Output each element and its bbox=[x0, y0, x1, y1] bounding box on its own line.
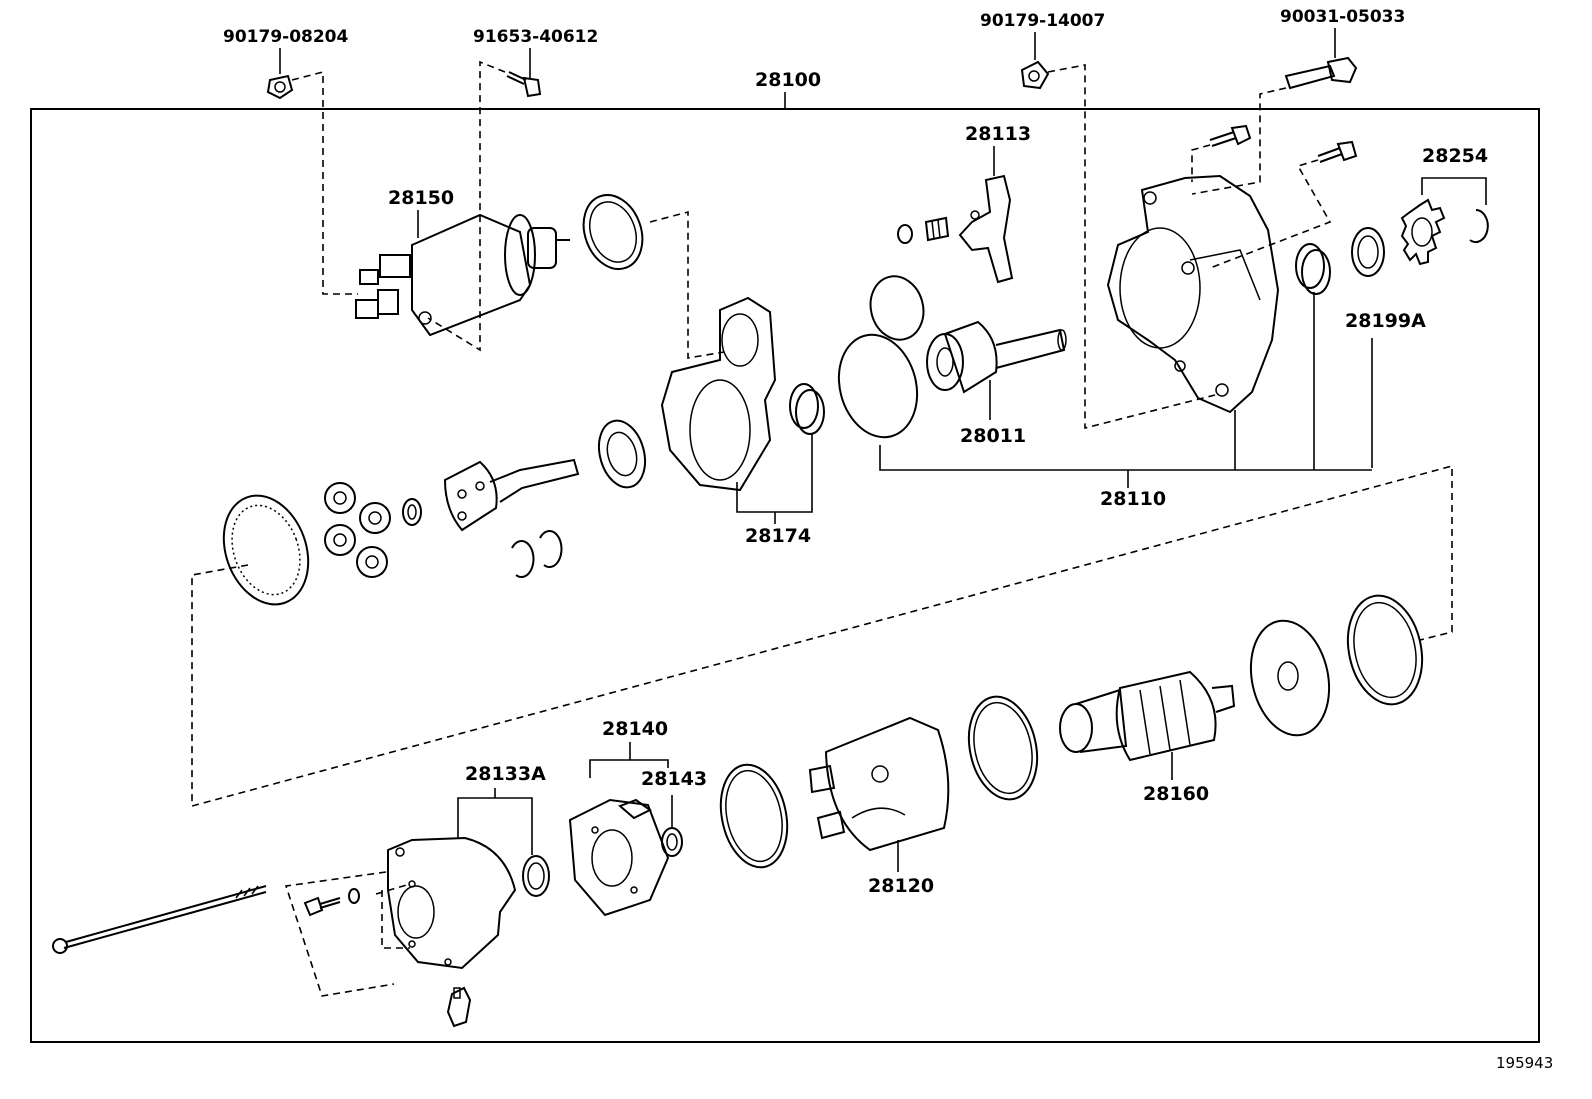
part-label-28113[interactable]: 28113 bbox=[965, 123, 1031, 145]
spring-shape bbox=[661, 827, 683, 857]
washer-shape bbox=[1351, 227, 1385, 277]
solenoid-shape bbox=[355, 213, 570, 337]
assembly-frame bbox=[30, 108, 1540, 1043]
nut-icon bbox=[266, 74, 294, 100]
dashed-leader bbox=[1047, 64, 1216, 430]
washer-shape bbox=[522, 855, 550, 897]
dashed-leader bbox=[649, 210, 725, 359]
dashed-leader bbox=[284, 871, 395, 997]
part-label-28160[interactable]: 28160 bbox=[1143, 783, 1209, 805]
dashed-leader bbox=[1191, 87, 1287, 195]
ring-gear-shape bbox=[222, 494, 310, 606]
end-frame-shape bbox=[387, 836, 517, 970]
part-label-28100[interactable]: 28100 bbox=[755, 69, 821, 91]
connector-shape bbox=[446, 986, 472, 1028]
bushing-shape bbox=[789, 383, 825, 435]
screw-icon bbox=[506, 71, 542, 98]
yoke-shape bbox=[808, 716, 950, 852]
o-ring-shape bbox=[719, 763, 789, 869]
dashed-leader bbox=[191, 464, 1453, 808]
part-label-28150[interactable]: 28150 bbox=[388, 187, 454, 209]
bolt-icon bbox=[303, 896, 341, 917]
leader-28133A bbox=[457, 797, 533, 855]
through-bolt-shape bbox=[52, 885, 267, 954]
dashed-leader bbox=[427, 60, 506, 352]
part-label-90179-14007[interactable]: 90179-14007 bbox=[980, 11, 1105, 31]
dashed-leader bbox=[375, 883, 411, 895]
part-label-90179-08204[interactable]: 90179-08204 bbox=[223, 27, 349, 47]
pinion-gear-shape bbox=[1400, 198, 1446, 266]
dashed-leader bbox=[1191, 144, 1211, 182]
bushing-shape bbox=[1295, 243, 1331, 295]
armature-shape bbox=[1059, 670, 1236, 762]
part-label-90031-05033[interactable]: 90031-05033 bbox=[1280, 7, 1405, 27]
leader-28254 bbox=[1421, 177, 1487, 205]
bolt-icon bbox=[1209, 124, 1252, 147]
part-label-28120[interactable]: 28120 bbox=[868, 875, 934, 897]
brush-holder-shape bbox=[568, 798, 670, 917]
part-label-91653-40612[interactable]: 91653-40612 bbox=[473, 27, 598, 47]
part-label-28140[interactable]: 28140 bbox=[602, 718, 668, 740]
output-shaft-shape bbox=[443, 458, 580, 532]
leader-28110 bbox=[879, 445, 1372, 471]
o-ring-shape bbox=[582, 194, 644, 270]
planet-gear-shape bbox=[324, 482, 391, 578]
part-label-28174[interactable]: 28174 bbox=[745, 525, 811, 547]
dashed-leader bbox=[291, 70, 358, 295]
nut-icon bbox=[1020, 60, 1050, 90]
clutch-shape bbox=[926, 320, 1067, 394]
gasket-shape bbox=[837, 275, 925, 439]
bolt-icon bbox=[1284, 56, 1358, 90]
housing-shape bbox=[1106, 174, 1280, 414]
dashed-leader bbox=[381, 890, 410, 949]
snap-ring-shape bbox=[511, 530, 563, 578]
washer-shape bbox=[402, 498, 422, 526]
part-label-28133A[interactable]: 28133A bbox=[465, 763, 546, 785]
lever-shape bbox=[897, 174, 1014, 284]
gear-housing-shape bbox=[660, 296, 777, 492]
part-label-28110[interactable]: 28110 bbox=[1100, 488, 1166, 510]
o-ring-shape bbox=[1346, 594, 1424, 706]
o-ring-shape bbox=[967, 695, 1039, 801]
part-label-28011[interactable]: 28011 bbox=[960, 425, 1026, 447]
washer-shape bbox=[348, 888, 360, 904]
part-label-28199A[interactable]: 28199A bbox=[1345, 310, 1426, 332]
snap-ring-shape bbox=[1469, 209, 1489, 243]
part-label-28254[interactable]: 28254 bbox=[1422, 145, 1488, 167]
bolt-icon bbox=[1317, 140, 1358, 163]
plate-shape bbox=[1249, 619, 1331, 737]
diagram-reference-number: 195943 bbox=[1496, 1054, 1553, 1072]
leader-28140 bbox=[589, 759, 669, 778]
washer-shape bbox=[597, 419, 647, 489]
dashed-leader bbox=[1209, 159, 1332, 269]
part-label-28143[interactable]: 28143 bbox=[641, 768, 707, 790]
